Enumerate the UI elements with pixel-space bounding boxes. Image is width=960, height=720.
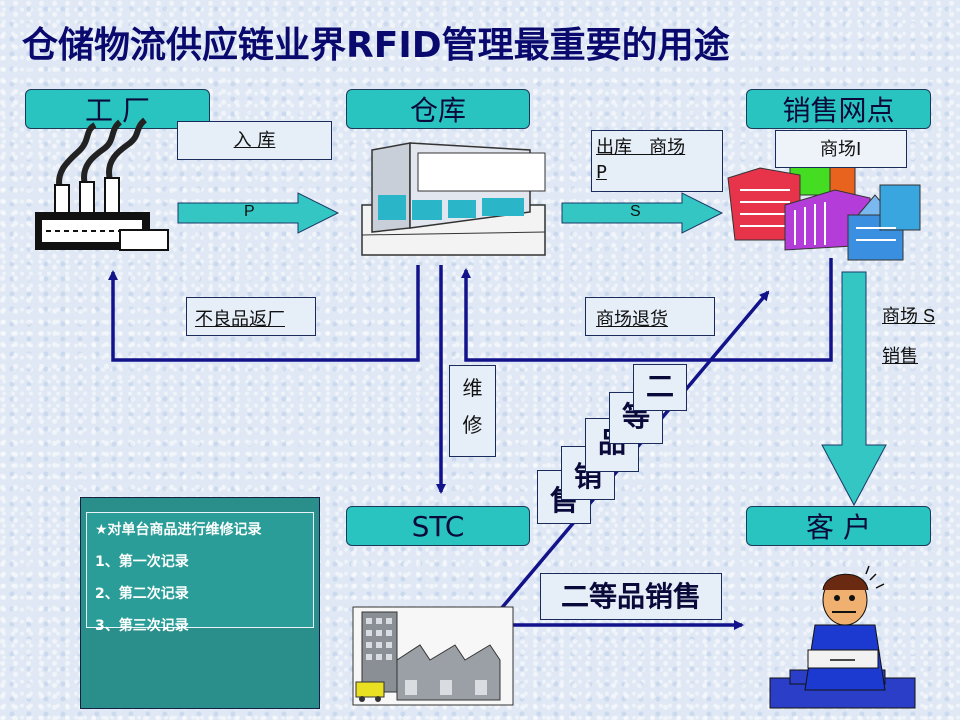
warehouse-label: 仓库 xyxy=(409,94,466,127)
retail-to-customer-arrow xyxy=(821,271,887,507)
mall-sales-line1: 商场 S xyxy=(882,306,936,326)
repair-record-3: 3、第三次记录 xyxy=(95,618,189,634)
stc-label: STC xyxy=(411,509,465,543)
outbound-text: 出库 商场 P xyxy=(596,137,686,183)
stair-step-5: 二 xyxy=(633,364,687,411)
defect-return-label: 不良品返厂 xyxy=(186,297,316,336)
warehouse-node: 仓库 xyxy=(346,89,530,129)
retail-node: 销售网点 xyxy=(746,89,931,129)
retail-buildings-icon xyxy=(727,157,921,261)
inbound-text: 入 库 xyxy=(233,130,276,151)
repair-record-heading: ★对单台商品进行维修记录 xyxy=(95,522,262,538)
s-arrow-label: S xyxy=(630,203,641,220)
defect-return-text: 不良品返厂 xyxy=(195,309,285,330)
stc-node: STC xyxy=(346,506,530,546)
factory-icon xyxy=(35,117,169,251)
retail-label: 销售网点 xyxy=(782,94,895,127)
mall-return-label: 商场退货 xyxy=(585,297,715,336)
repair-char-2: 修 xyxy=(462,413,483,437)
repair-label: 维 修 xyxy=(449,365,496,457)
customer-label: 客 户 xyxy=(806,511,871,544)
stair-char-5: 二 xyxy=(645,370,674,403)
repair-record-2: 2、第二次记录 xyxy=(95,586,189,602)
customer-person-icon xyxy=(769,565,916,709)
inbound-label: 入 库 xyxy=(177,121,332,160)
mall-sales-label: 商场 S 销售 xyxy=(882,296,935,376)
mall-return-line xyxy=(461,258,833,362)
repair-record-list: ★对单台商品进行维修记录 1、第一次记录 2、第二次记录 3、第三次记录 xyxy=(86,512,314,634)
customer-node: 客 户 xyxy=(746,506,931,546)
mall-text: 商场I xyxy=(820,139,862,160)
page-title: 仓储物流供应链业界RFID管理最重要的用途 xyxy=(22,25,730,66)
second-grade-sale-label: 二等品销售 xyxy=(540,573,722,620)
factory-to-warehouse-arrow xyxy=(177,192,340,234)
outbound-label: 出库 商场 P xyxy=(591,130,723,192)
p-arrow-label: P xyxy=(244,203,255,220)
warehouse-to-retail-arrow xyxy=(561,192,724,234)
mall-return-text: 商场退货 xyxy=(596,309,668,330)
repair-record-1: 1、第一次记录 xyxy=(95,554,189,570)
warehouse-icon xyxy=(361,142,546,256)
defect-return-line xyxy=(108,265,420,362)
mall-sales-line2: 销售 xyxy=(882,346,918,366)
repair-factory-icon xyxy=(352,606,514,706)
repair-char-1: 维 xyxy=(462,376,483,400)
second-grade-sale-text: 二等品销售 xyxy=(560,580,701,613)
mall-label: 商场I xyxy=(775,130,907,168)
repair-record-panel: ★对单台商品进行维修记录 1、第一次记录 2、第二次记录 3、第三次记录 xyxy=(80,497,320,709)
